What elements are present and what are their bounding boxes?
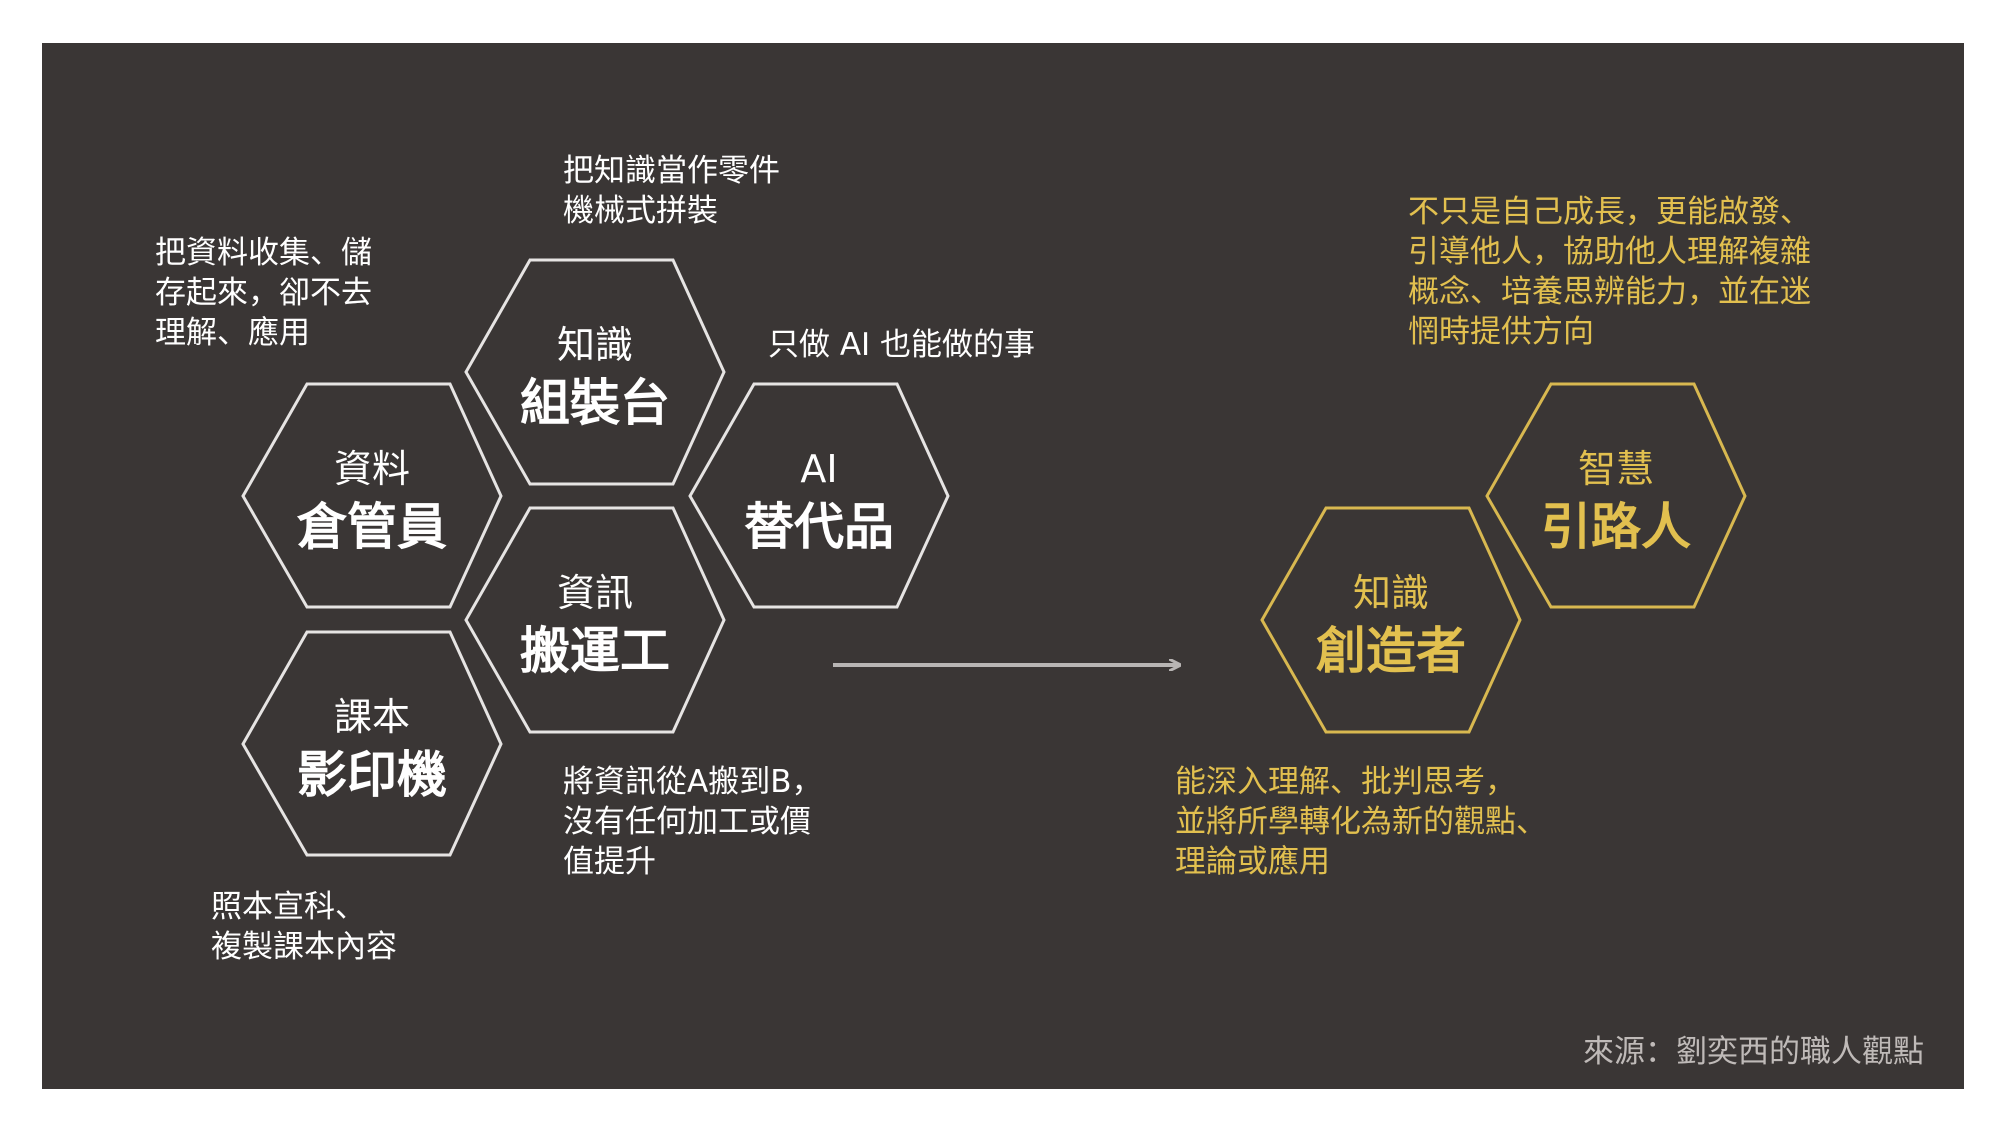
note-archivist: 把資料收集、儲 存起來，卻不去 理解、應用	[155, 235, 372, 351]
hex-copier: 課本 影印機	[241, 630, 503, 857]
hex-mover-bottom: 搬運工	[520, 622, 670, 680]
hex-mover-top: 資訊	[557, 571, 633, 615]
hex-guide-bottom: 引路人	[1541, 498, 1691, 556]
hex-creator-bottom: 創造者	[1316, 622, 1466, 680]
hex-copier-bottom: 影印機	[297, 746, 447, 804]
hex-ai-substitute-top: AI	[800, 447, 837, 491]
hex-mover: 資訊 搬運工	[464, 506, 726, 734]
note-copier: 照本宣科、 複製課本內容	[211, 889, 397, 965]
source-credit: 來源：劉奕西的職人觀點	[1583, 1034, 1924, 1070]
note-guide: 不只是自己成長，更能啟發、 引導他人，協助他人理解複雜 概念、培養思辨能力，並在…	[1408, 194, 1811, 350]
note-mover: 將資訊從A搬到B， 沒有任何加工或價 值提升	[563, 764, 823, 880]
hex-ai-substitute: AI 替代品	[688, 382, 950, 609]
hex-archivist-bottom: 倉管員	[296, 498, 447, 556]
note-ai-substitute: 只做 AI 也能做的事	[768, 327, 1036, 363]
hex-archivist: 資料 倉管員	[241, 382, 503, 609]
hex-guide-top: 智慧	[1578, 447, 1654, 491]
hex-copier-top: 課本	[334, 695, 410, 739]
hex-guide: 智慧 引路人	[1485, 382, 1747, 609]
diagram-panel	[42, 43, 1964, 1089]
hex-assembler: 知識 組裝台	[464, 258, 726, 486]
hex-archivist-top: 資料	[334, 447, 410, 491]
hex-creator: 知識 創造者	[1260, 506, 1522, 734]
hex-assembler-top: 知識	[557, 323, 633, 367]
hex-ai-substitute-bottom: 替代品	[744, 498, 894, 556]
hex-assembler-bottom: 組裝台	[520, 374, 670, 432]
note-creator: 能深入理解、批判思考， 並將所學轉化為新的觀點、 理論或應用	[1175, 764, 1547, 880]
hex-creator-top: 知識	[1353, 571, 1429, 615]
note-assembler: 把知識當作零件 機械式拼裝	[563, 153, 780, 229]
